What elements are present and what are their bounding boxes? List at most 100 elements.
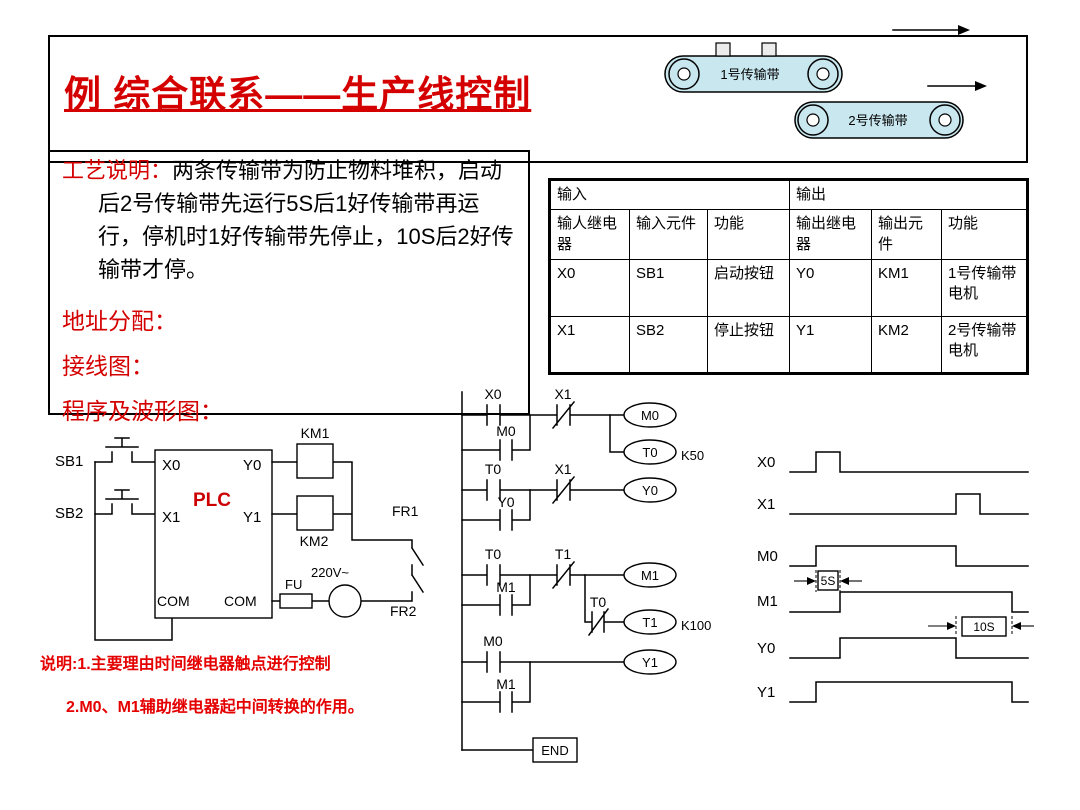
table-row: X1 SB2 停止按钮 Y1 KM2 2号传输带电机 [549,315,1028,374]
pushbutton-sb1-symbol [94,437,156,463]
waveform-m1-trace [789,591,1029,613]
ac-source-symbol [328,584,362,618]
cell: 2号传输带电机 [941,315,1028,374]
belt2-roller-left-hub [806,113,820,127]
belt1-roller-right-hub [816,67,830,81]
belt2-roller-right-hub [938,113,952,127]
col-header-output-function: 功能 [941,209,1028,260]
waveform-x0-label: X0 [757,454,775,471]
waveform-y0-trace [789,637,1029,659]
t10s-label: 10S [973,620,994,634]
cell: SB1 [629,258,708,317]
page-title: 例 综合联系——生产线控制 [64,74,532,115]
contact-t0-nc-label: T0 [590,594,607,610]
km1-label: KM1 [301,428,330,441]
plc-x0-terminal: X0 [162,457,180,474]
conveyor-belt-2: 2号传输带 [794,101,964,139]
km2-coil [296,495,334,531]
t10s-box [961,616,1007,637]
sb2-label: SB2 [55,505,83,522]
ladder-rung-4: M0 M1 Y1 [461,633,677,713]
fu-label: FU [285,577,302,592]
contact-t0-label: T0 [485,461,502,477]
contact-x1-nc-label: X1 [554,461,571,477]
contact-t0-label: T0 [485,546,502,562]
plc-label: PLC [193,490,231,511]
waveform-m0: M0 5S [757,545,1029,592]
waveform-x0: X0 [757,451,1029,473]
plc-box [154,449,273,619]
io-table: 输入 输出 输人继电器 输入元件 功能 输出继电器 输出元件 功能 X0 SB1… [548,178,1029,375]
cell: KM1 [871,258,942,317]
contact-m1-parallel-label: M1 [496,579,516,595]
process-paragraph: 工艺说明：两条传输带为防止物料堆积，启动后2号传输带先运行5S后1好传输带再运行… [62,154,520,286]
t5s-arrow-left-head-icon [807,577,816,585]
sb1-label: SB1 [55,453,83,470]
waveform-m0-label: M0 [757,548,778,565]
table-row: X0 SB1 启动按钮 Y0 KM1 1号传输带电机 [549,258,1028,317]
waveform-x1-trace [789,493,1029,515]
process-description: 工艺说明：两条传输带为防止物料堆积，启动后2号传输带先运行5S后1好传输带再运行… [62,154,520,426]
coil-m0-label: M0 [641,408,659,423]
col-header-input-relay: 输人继电器 [549,209,630,260]
notes: 说明:1.主要理由时间继电器触点进行控制 2.M0、M1辅助继电器起中间转换的作… [40,650,460,736]
conveyor-diagram: 1号传输带 2号传输带 [664,25,987,139]
output-wires [271,461,425,602]
waveform-x0-trace [789,451,1029,473]
rung3-wires-contacts [461,560,625,590]
t0-preset-label: K50 [681,448,704,463]
note-2: 2.M0、M1辅助继电器起中间转换的作用。 [66,699,364,716]
coil-y0-label: Y0 [642,483,658,498]
coil-m1-label: M1 [641,568,659,583]
table-column-header-row: 输人继电器 输入元件 功能 输出继电器 输出元件 功能 [549,209,1028,260]
waveform-x1-label: X1 [757,496,775,513]
common-return-wire [94,461,173,641]
arrow1-head-icon [958,25,970,35]
contact-y0-parallel-label: Y0 [497,494,514,510]
table-group-header-row: 输入 输出 [549,178,1028,211]
t10s-arrow-right-head-icon [1012,622,1021,630]
ladder-rung-3: T0 T1 M1 T0 M1 T1 K100 [461,546,711,637]
contact-m0-parallel-label: M0 [496,423,516,439]
col-header-input-function: 功能 [707,209,790,260]
note-1: 说明:1.主要理由时间继电器触点进行控制 [40,656,331,673]
cell: 停止按钮 [707,315,790,374]
belt1-label: 1号传输带 [720,67,779,82]
t1-preset-label: K100 [681,618,711,633]
contact-x0-label: X0 [484,386,501,402]
rung2-wires-contacts [461,475,625,505]
waveform-m1: M1 10S [757,591,1034,637]
direction-arrow-1 [892,25,970,35]
rung2-parallel-branch [461,489,531,531]
waveform-m0-trace [789,545,1029,567]
plc-block: X0 Y0 X1 Y1 PLC COM COM [154,449,273,619]
coil-y0 [623,477,677,503]
fr2-label: FR2 [390,603,417,619]
voltage-label: 220V~ [311,565,349,580]
ladder-end-rung: END [461,737,578,763]
item-program-waveform: 程序及波形图： [62,398,223,424]
coil-t0-label: T0 [642,445,657,460]
ladder-rung-2: T0 X1 Y0 Y0 [461,461,677,531]
item-address-allocation: 地址分配： [62,308,177,334]
coil-y1-label: Y1 [642,655,658,670]
input-circuit: SB1 SB2 [55,437,173,641]
rung1-parallel-branch [461,414,531,461]
t5s-label: 5S [821,574,836,588]
pushbutton-sb2-symbol [94,489,156,515]
fr1-label: FR1 [392,503,419,519]
cell: Y1 [789,315,872,374]
plc-com-right-terminal: COM [224,593,257,609]
end-instruction-box [532,737,578,763]
col-header-input-element: 输入元件 [629,209,708,260]
process-body: 两条传输带为防止物料堆积，启动后2号传输带先运行5S后1好传输带再运行，停机时1… [98,158,514,282]
plc-com-left-terminal: COM [157,593,190,609]
rung4-parallel-branch [461,661,531,713]
plc-y0-terminal: Y0 [243,457,261,474]
description-frame [48,150,530,415]
rung3-parallel-branch [461,574,531,616]
process-heading: 工艺说明： [62,158,173,183]
cell: SB2 [629,315,708,374]
ladder-rung-1: X0 X1 M0 M0 T0 K50 [461,386,704,465]
rung4-wires-contacts [461,651,625,673]
